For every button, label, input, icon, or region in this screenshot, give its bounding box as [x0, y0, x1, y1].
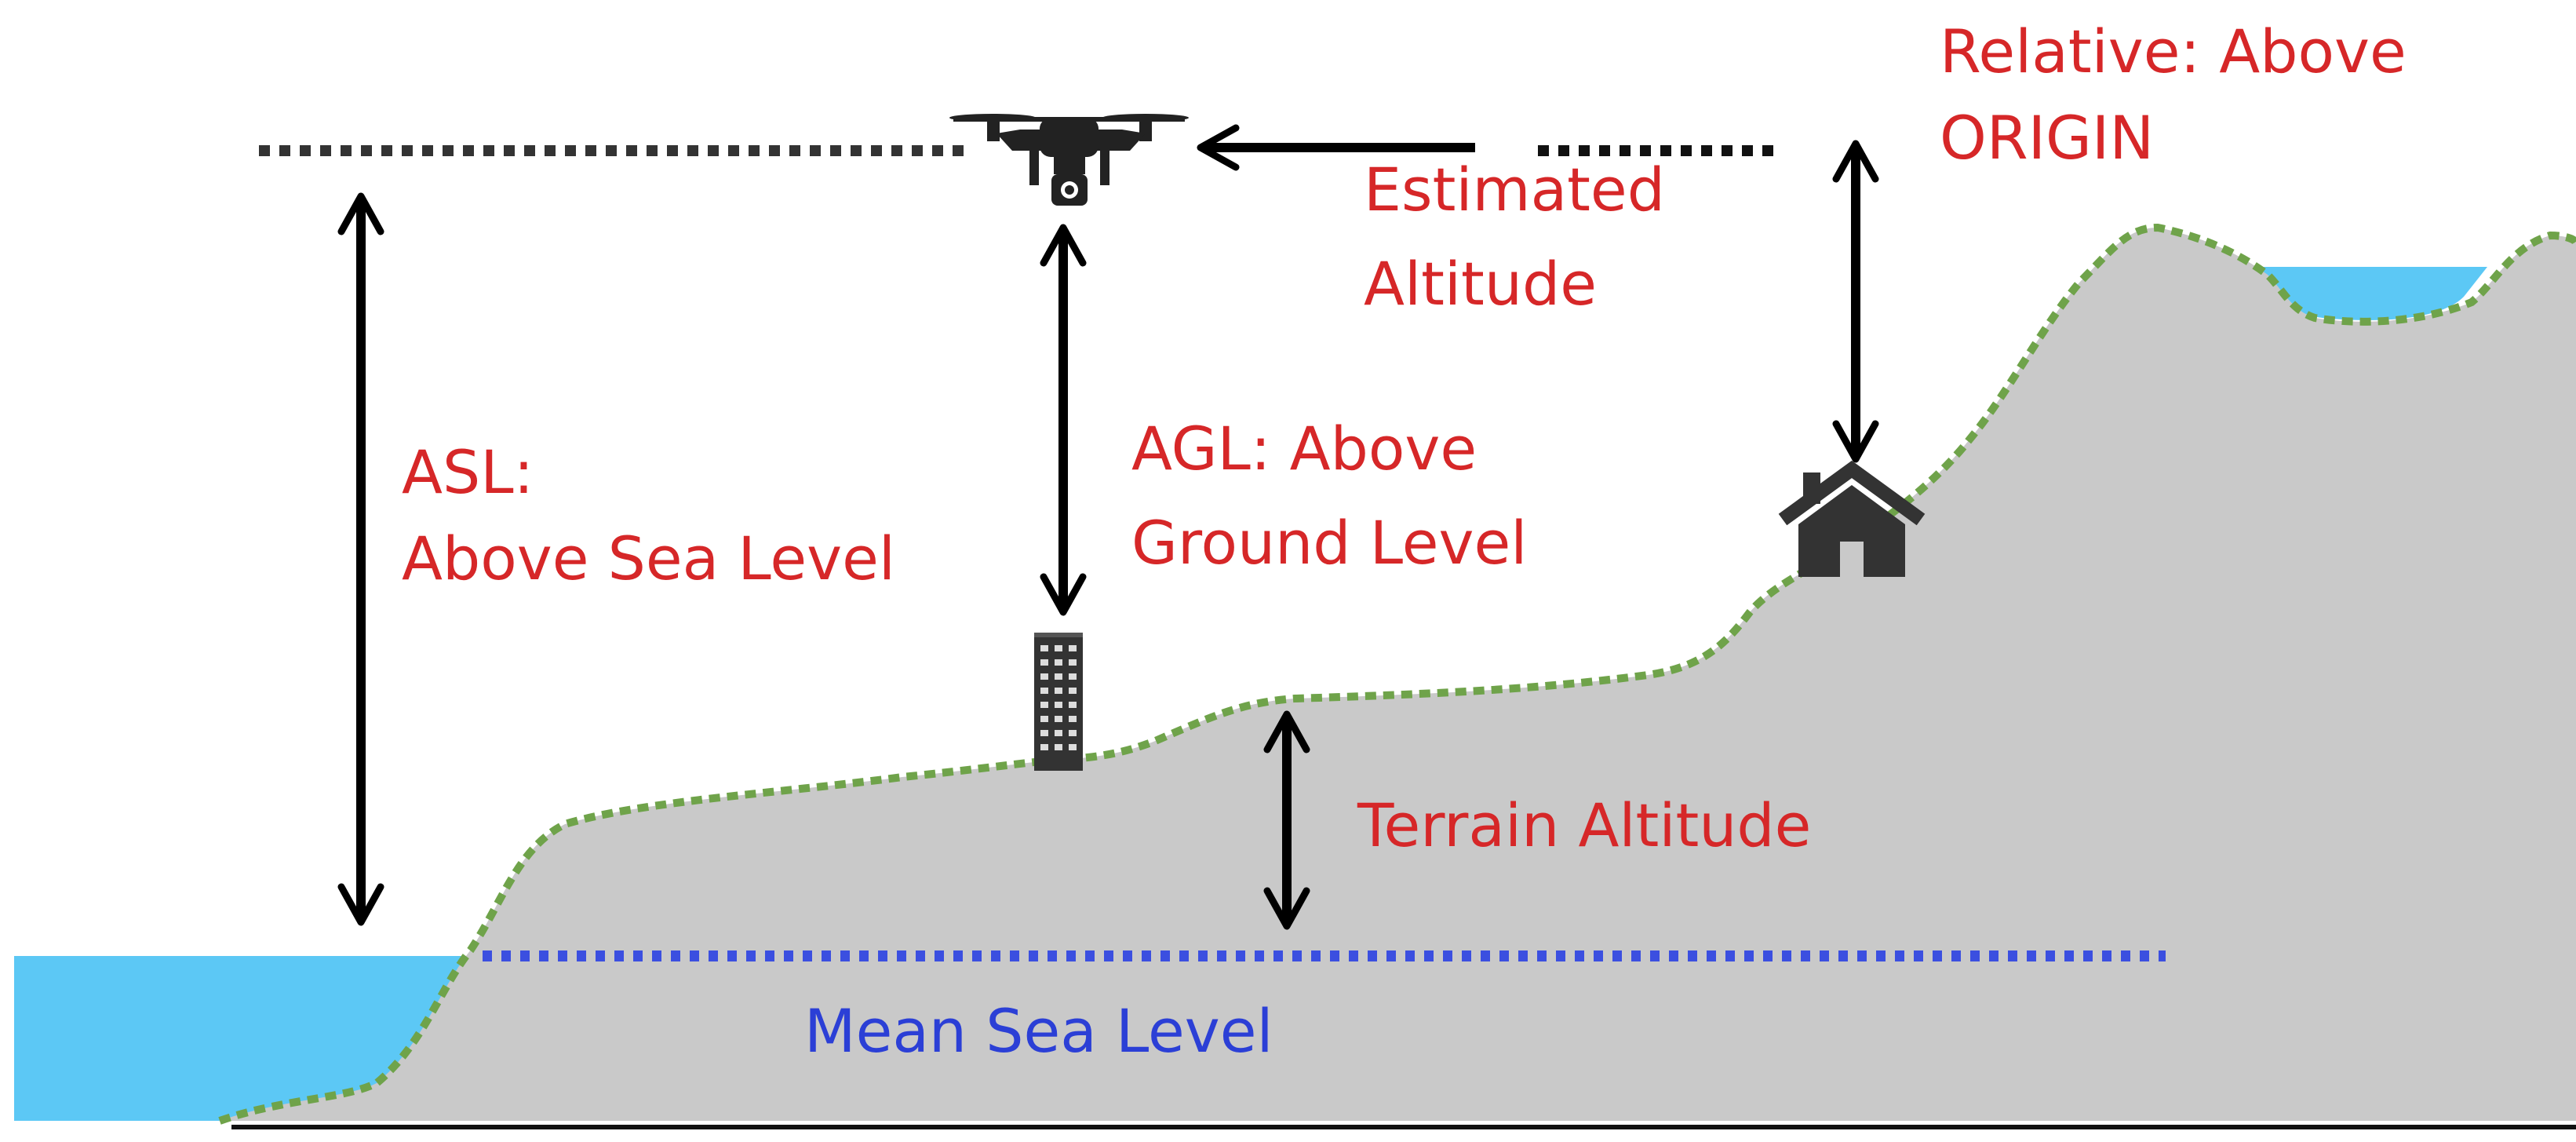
estimated-altitude-label: Estimated Altitude — [1364, 155, 1684, 319]
house-icon — [1778, 460, 1926, 577]
mean-sea-level-label: Mean Sea Level — [804, 996, 1273, 1066]
terrain-outline — [218, 223, 2576, 1125]
agl-label: AGL: Above Ground Level — [1131, 414, 1527, 578]
drone-icon — [949, 114, 1189, 206]
relative-label: Relative: Above ORIGIN — [1940, 16, 2425, 173]
terrain — [220, 228, 2576, 1121]
right-lake-water — [2260, 267, 2487, 320]
asl-label: ASL: Above Sea Level — [402, 437, 895, 593]
terrain-altitude-label: Terrain Altitude — [1357, 790, 1811, 860]
building-icon — [1034, 633, 1083, 771]
